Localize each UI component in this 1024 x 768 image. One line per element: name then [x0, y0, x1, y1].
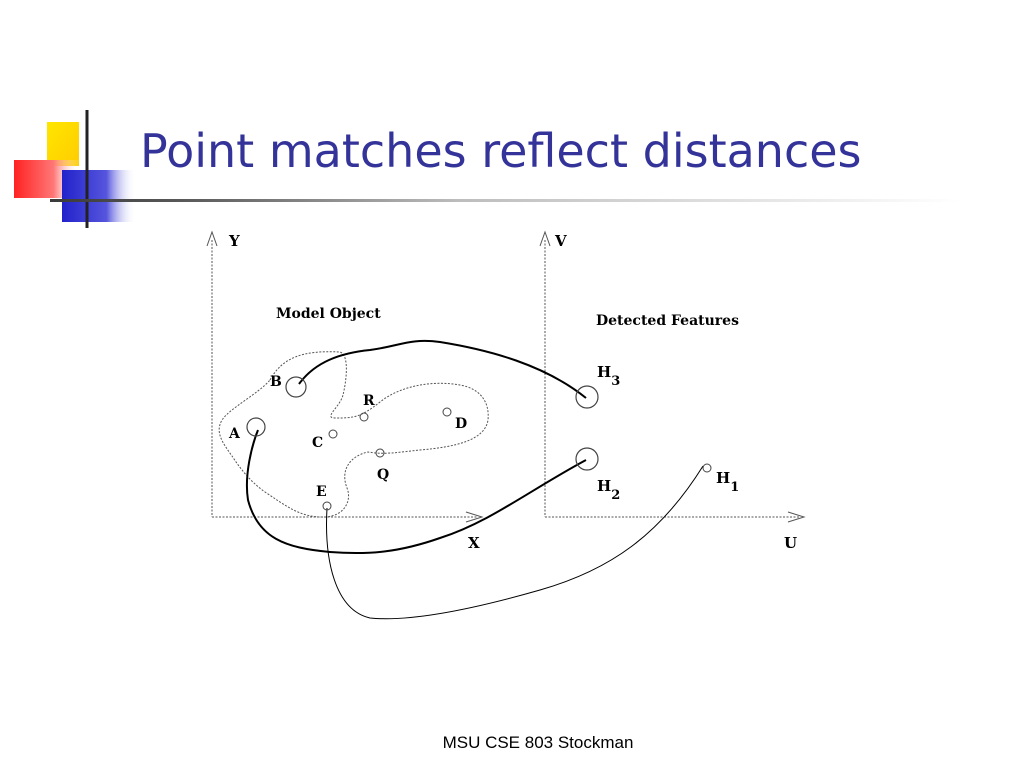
y-axis-label: Y — [228, 232, 240, 250]
x-axis-label: X — [468, 534, 480, 552]
detected-features-caption: Detected Features — [596, 313, 739, 329]
point-c-marker — [328, 429, 338, 439]
point-q-marker — [375, 448, 385, 458]
point-e-label: E — [316, 484, 327, 500]
point-d-label: D — [455, 416, 467, 432]
feature-h1-label: H1 — [716, 469, 739, 495]
deco-yellow-square — [47, 122, 79, 166]
feature-h1-marker — [702, 463, 712, 473]
u-axis-label: U — [784, 534, 797, 552]
feature-h1-letter: H — [716, 469, 730, 487]
feature-h3-letter: H — [597, 363, 611, 381]
point-a-marker — [246, 417, 266, 437]
left-axes — [206, 230, 484, 523]
model-object-caption: Model Object — [276, 306, 381, 322]
feature-h1-sub: 1 — [730, 480, 739, 495]
feature-h3-sub: 3 — [611, 374, 620, 389]
point-q-label: Q — [377, 467, 389, 483]
u-axis-arrow — [787, 511, 806, 523]
feature-points — [575, 385, 712, 473]
point-a-label: A — [228, 426, 241, 442]
point-d-marker — [442, 407, 452, 417]
feature-h3-label: H3 — [597, 363, 620, 389]
match-curve-e-h1 — [326, 465, 704, 620]
deco-blue-square — [62, 170, 136, 222]
y-axis-arrow — [206, 230, 218, 247]
feature-h2-sub: 2 — [611, 488, 620, 503]
right-axes — [539, 230, 806, 523]
point-b-marker — [285, 376, 307, 398]
point-c-label: C — [312, 435, 323, 451]
footer-text: MSU CSE 803 Stockman — [442, 733, 634, 752]
feature-h2-letter: H — [597, 477, 611, 495]
model-object-outline — [218, 351, 489, 518]
feature-h2-label: H2 — [597, 477, 620, 503]
x-axis-arrow — [465, 511, 484, 523]
point-e-marker — [322, 501, 332, 511]
corner-decoration — [14, 110, 136, 228]
title-underline — [50, 199, 960, 202]
point-r-marker — [359, 412, 369, 422]
feature-h2-marker — [575, 447, 599, 471]
match-curve-b-h3 — [298, 339, 587, 399]
point-r-label: R — [363, 393, 375, 409]
model-points — [246, 376, 452, 511]
page-title: Point matches reflect distances — [140, 124, 862, 178]
point-b-label: B — [270, 374, 282, 390]
feature-h3-marker — [575, 385, 599, 409]
match-curve-a-h2 — [245, 429, 587, 555]
v-axis-label: V — [554, 232, 567, 250]
v-axis-arrow — [539, 230, 551, 247]
